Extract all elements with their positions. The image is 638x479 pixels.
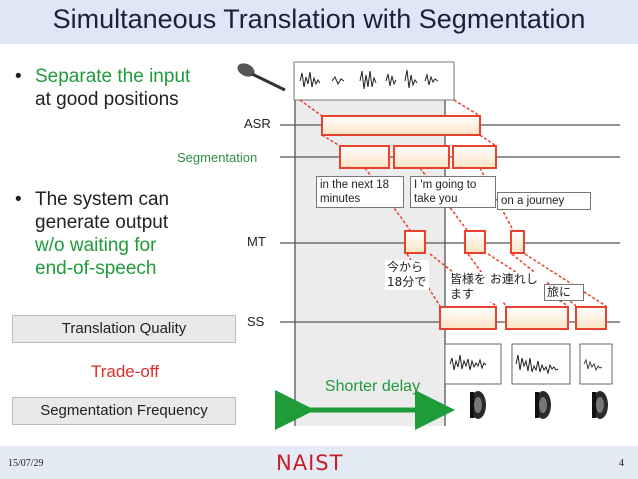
asr-label: ASR bbox=[244, 116, 271, 131]
speaker-icon bbox=[535, 391, 551, 419]
bullet-dot: • bbox=[15, 66, 22, 87]
speaker-icon bbox=[592, 391, 608, 419]
bullet-separate: • Separate the input at good positions bbox=[15, 65, 191, 111]
mt-box bbox=[404, 230, 426, 254]
bullet-line: generate output bbox=[35, 212, 169, 233]
ss-box bbox=[439, 306, 497, 330]
bullet-dot: • bbox=[15, 189, 22, 210]
segment-box bbox=[452, 145, 497, 169]
english-segment: I 'm going to take you bbox=[410, 176, 496, 208]
page-number: 4 bbox=[619, 458, 624, 469]
bullet-system: • The system can generate output w/o wai… bbox=[15, 188, 170, 280]
segmentation-label: Segmentation bbox=[177, 150, 258, 165]
slide-title: Simultaneous Translation with Segmentati… bbox=[52, 4, 586, 34]
japanese-segment: 今から 18分で bbox=[385, 260, 429, 290]
footer-bar bbox=[0, 446, 638, 479]
waveform-icon bbox=[511, 343, 571, 385]
mt-box bbox=[464, 230, 486, 254]
mt-label: MT bbox=[247, 234, 266, 249]
bullet-line: at good positions bbox=[35, 89, 179, 110]
bullet-line: The system can bbox=[35, 189, 170, 210]
input-waveform-panel bbox=[293, 61, 455, 101]
bullet-line: end-of-speech bbox=[35, 258, 157, 279]
waveform-icon bbox=[579, 343, 613, 385]
english-segment: on a journey bbox=[497, 192, 591, 210]
segmentation-diagram bbox=[14, 61, 620, 430]
ss-label: SS bbox=[247, 314, 265, 329]
english-segment: in the next 18 minutes bbox=[316, 176, 404, 208]
bullet-line: Separate the input bbox=[35, 66, 191, 87]
bullet-line: w/o waiting for bbox=[35, 235, 157, 256]
speaker-icon bbox=[470, 391, 486, 419]
segmentation-frequency-label: Segmentation Frequency bbox=[12, 397, 236, 425]
delay-label: Shorter delay bbox=[324, 378, 421, 395]
asr-box bbox=[321, 115, 481, 136]
ss-box bbox=[575, 306, 607, 330]
waveform-icon bbox=[299, 69, 439, 90]
japanese-segment: 旅に bbox=[544, 284, 584, 301]
segment-box bbox=[393, 145, 450, 169]
naist-logo: NAIST bbox=[276, 451, 344, 475]
ss-box bbox=[505, 306, 569, 330]
title-bar bbox=[0, 0, 638, 44]
mt-box bbox=[510, 230, 525, 254]
footer-date: 15/07/29 bbox=[8, 458, 44, 469]
translation-quality-label: Translation Quality bbox=[12, 315, 236, 343]
tradeoff-label: Trade-off bbox=[90, 362, 160, 381]
waveform-icon bbox=[444, 343, 502, 385]
japanese-segment: 皆様を お連れします bbox=[448, 272, 546, 302]
segment-box bbox=[339, 145, 390, 169]
tradeoff-band bbox=[14, 346, 236, 362]
microphone-icon bbox=[237, 63, 286, 92]
